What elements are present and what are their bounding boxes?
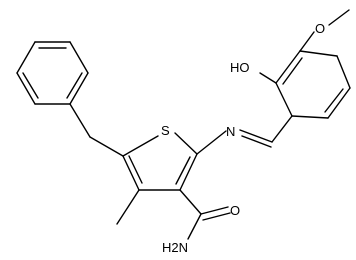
imine-nitrogen-label: N <box>226 124 235 139</box>
benzyl-phenyl-ring <box>16 41 89 105</box>
sulfur-label: S <box>161 123 170 138</box>
benzyl-ch2-bonds <box>69 103 124 157</box>
imine-linker-bonds <box>196 115 293 155</box>
hydroxyl-bond <box>259 72 277 84</box>
methoxy-oxygen-label: O <box>315 21 325 36</box>
amide-label: H2N <box>162 240 188 255</box>
carboxamide-bonds <box>179 189 231 240</box>
thiophene-ring <box>122 132 198 191</box>
methyl-bond <box>116 189 140 225</box>
carbonyl-oxygen-label: O <box>230 203 240 218</box>
hydroxyl-label: HO <box>230 60 250 75</box>
phenol-ring <box>275 50 351 119</box>
methoxy-bonds <box>299 9 350 52</box>
